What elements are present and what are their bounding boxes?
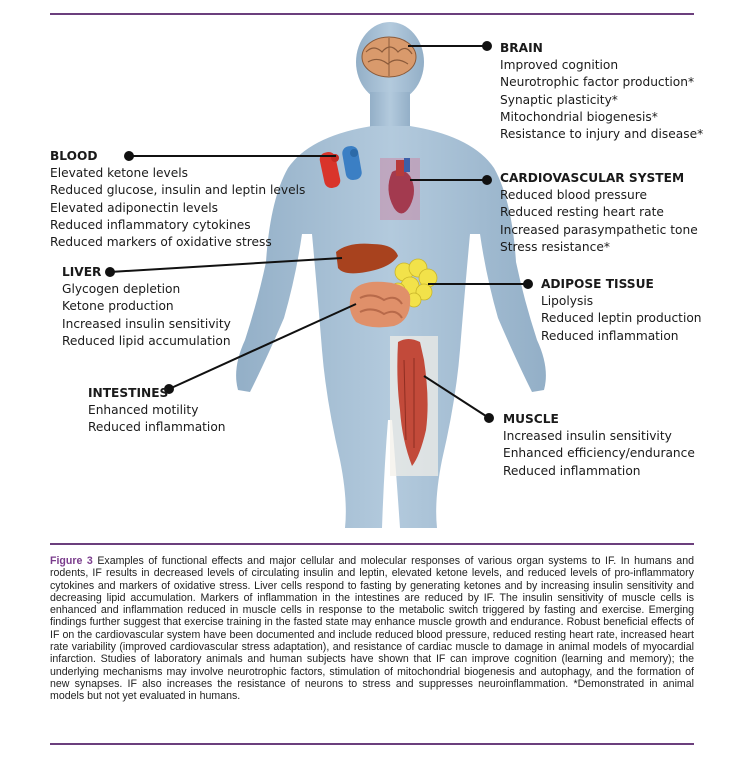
heart-illustration (380, 158, 420, 220)
liver-item: Ketone production (62, 298, 231, 315)
brain-item: Improved cognition (500, 57, 703, 74)
adipose-item: Reduced leptin production (541, 310, 702, 327)
intestines-illustration (350, 282, 410, 328)
intestines-title: INTESTINES (88, 385, 226, 402)
brain-title: BRAIN (500, 40, 703, 57)
blood-item: Reduced markers of oxidative stress (50, 234, 305, 251)
bottom-rule (50, 743, 694, 745)
brain-item: Synaptic plasticity* (500, 92, 703, 109)
blood-item: Reduced glucose, insulin and leptin leve… (50, 182, 305, 199)
intestines-label: INTESTINES Enhanced motility Reduced inf… (88, 385, 226, 437)
adipose-item: Reduced inflammation (541, 328, 702, 345)
muscle-title: MUSCLE (503, 411, 695, 428)
adipose-label: ADIPOSE TISSUE Lipolysis Reduced leptin … (541, 276, 702, 345)
brain-item: Neurotrophic factor production* (500, 74, 703, 91)
blood-item: Elevated adiponectin levels (50, 200, 305, 217)
brain-item: Mitochondrial biogenesis* (500, 109, 703, 126)
brain-item: Resistance to injury and disease* (500, 126, 703, 143)
adipose-title: ADIPOSE TISSUE (541, 276, 702, 293)
blood-item: Reduced inflammatory cytokines (50, 217, 305, 234)
cardio-title: CARDIOVASCULAR SYSTEM (500, 170, 698, 187)
caption-top-rule (50, 543, 694, 545)
muscle-item: Enhanced efficiency/endurance (503, 445, 695, 462)
figure-caption: Figure 3 Examples of functional effects … (50, 555, 694, 703)
muscle-item: Increased insulin sensitivity (503, 428, 695, 445)
figure-number: Figure 3 (50, 555, 93, 567)
intestines-item: Enhanced motility (88, 402, 226, 419)
cardio-label: CARDIOVASCULAR SYSTEM Reduced blood pres… (500, 170, 698, 256)
liver-item: Increased insulin sensitivity (62, 316, 231, 333)
liver-item: Glycogen depletion (62, 281, 231, 298)
brain-pointer-dot (483, 42, 491, 50)
muscle-label: MUSCLE Increased insulin sensitivity Enh… (503, 411, 695, 480)
muscle-illustration (390, 336, 438, 476)
blood-item: Elevated ketone levels (50, 165, 305, 182)
liver-item: Reduced lipid accumulation (62, 333, 231, 350)
cardio-item: Increased parasympathetic tone (500, 222, 698, 239)
blood-title: BLOOD (50, 148, 305, 165)
brain-label: BRAIN Improved cognition Neurotrophic fa… (500, 40, 703, 143)
cardio-item: Reduced blood pressure (500, 187, 698, 204)
blood-label: BLOOD Elevated ketone levels Reduced glu… (50, 148, 305, 251)
cardio-pointer-dot (483, 176, 491, 184)
intestines-item: Reduced inflammation (88, 419, 226, 436)
cardio-item: Reduced resting heart rate (500, 204, 698, 221)
adipose-item: Lipolysis (541, 293, 702, 310)
brain-illustration (362, 37, 416, 77)
cardio-item: Stress resistance* (500, 239, 698, 256)
liver-label: LIVER Glycogen depletion Ketone producti… (62, 264, 231, 350)
muscle-item: Reduced inflammation (503, 463, 695, 480)
caption-text: Examples of functional effects and major… (50, 555, 694, 702)
liver-title: LIVER (62, 264, 231, 281)
muscle-pointer-dot (485, 414, 493, 422)
adipose-pointer-dot (524, 280, 532, 288)
